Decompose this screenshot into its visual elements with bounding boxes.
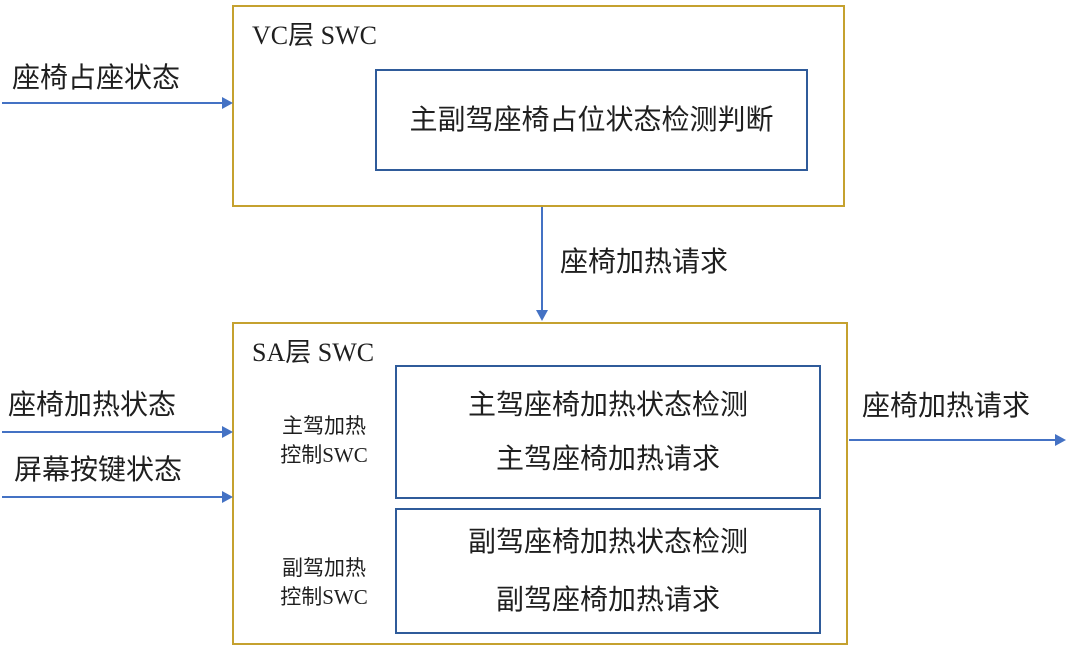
driver-heating-block-line1: 主驾座椅加热状态检测	[467, 389, 748, 420]
driver-heating-swc-label-line1: 主驾加热	[282, 414, 366, 438]
occupancy-detection-label: 主副驾座椅占位状态检测判断	[409, 104, 774, 135]
seat-occupancy-in-label: 座椅占座状态	[12, 62, 181, 93]
vc-layer-box: VC层 SWC 主副驾座椅占位状态检测判断	[232, 5, 845, 207]
arrow-heat-request-down	[536, 207, 548, 321]
heat-request-mid-label: 座椅加热请求	[560, 246, 729, 277]
passenger-heating-swc-label-line1: 副驾加热	[282, 556, 366, 580]
arrow-seat-heat-status-in	[2, 426, 233, 438]
passenger-heating-block: 副驾座椅加热状态检测 副驾座椅加热请求	[395, 508, 821, 634]
occupancy-detection-block: 主副驾座椅占位状态检测判断	[375, 69, 808, 171]
passenger-heating-block-line2: 副驾座椅加热请求	[495, 584, 720, 615]
heat-request-out-label: 座椅加热请求	[862, 390, 1031, 421]
seat-heat-status-in-label: 座椅加热状态	[8, 389, 177, 420]
passenger-heating-block-line1: 副驾座椅加热状态检测	[467, 526, 748, 557]
driver-heating-swc-label: 主驾加热 控制SWC	[262, 412, 386, 470]
driver-heating-block: 主驾座椅加热状态检测 主驾座椅加热请求	[395, 365, 821, 499]
driver-heating-block-line2: 主驾座椅加热请求	[495, 443, 720, 474]
screen-button-status-in-label: 屏幕按键状态	[14, 454, 183, 485]
arrow-screen-button-status-in	[2, 491, 233, 503]
sa-layer-title: SA层 SWC	[252, 338, 375, 367]
passenger-heating-swc-label-line2: 控制SWC	[280, 585, 368, 609]
passenger-heating-swc-label: 副驾加热 控制SWC	[262, 554, 386, 612]
arrow-seat-occupancy-in	[2, 97, 233, 109]
sa-layer-box: SA层 SWC 主驾加热 控制SWC 主驾座椅加热状态检测 主驾座椅加热请求 副…	[232, 322, 848, 645]
vc-layer-title: VC层 SWC	[252, 21, 377, 50]
arrow-heat-request-out	[849, 434, 1066, 446]
driver-heating-swc-label-line2: 控制SWC	[280, 443, 368, 467]
